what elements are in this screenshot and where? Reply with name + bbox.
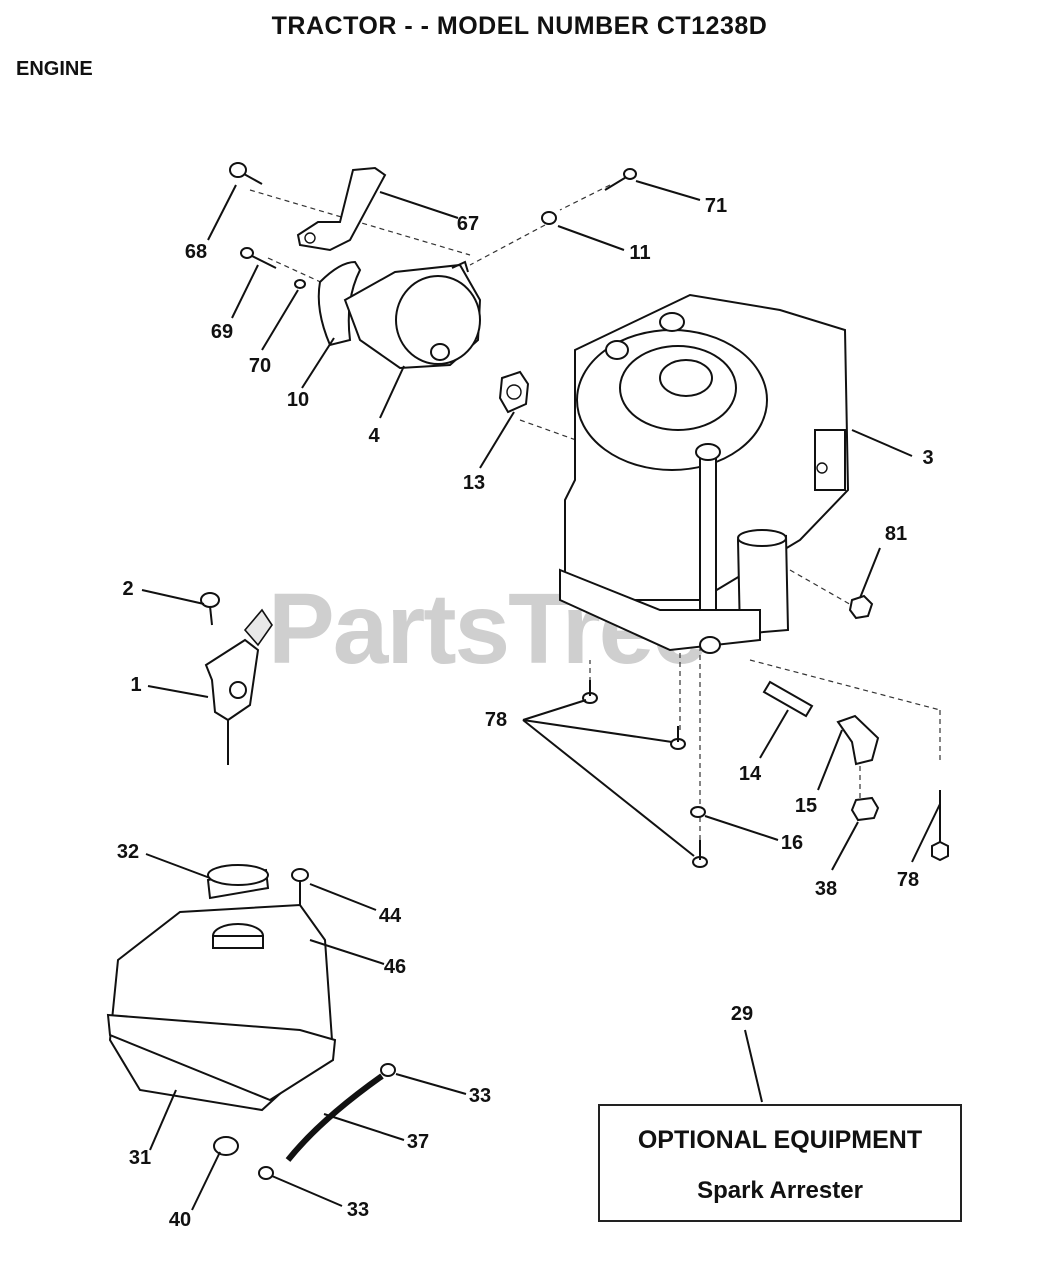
callout-29: 29 — [730, 1003, 754, 1025]
pipe-14-drawing — [762, 680, 814, 718]
screw-2-drawing — [200, 592, 220, 626]
washer-16-drawing — [690, 806, 706, 818]
muffler-4-drawing — [343, 260, 482, 370]
callout-32: 32 — [116, 841, 140, 863]
callout-81: 81 — [884, 523, 908, 545]
fuel-cap-32-drawing — [206, 864, 270, 900]
page-title: TRACTOR - - MODEL NUMBER CT1238D — [271, 12, 768, 40]
callout-33-top: 33 — [468, 1085, 492, 1107]
fuel-line-37-drawing — [285, 1073, 384, 1162]
callout-1: 1 — [130, 674, 142, 696]
engine-3-drawing — [559, 293, 850, 654]
leader-lines — [141, 180, 941, 1211]
callout-16: 16 — [780, 832, 804, 854]
heat-shield-67-drawing — [296, 166, 387, 252]
callout-15: 15 — [794, 795, 818, 817]
callout-10: 10 — [286, 389, 310, 411]
washer-70-drawing — [294, 279, 306, 289]
bolt-69-drawing — [240, 247, 277, 269]
callout-11: 11 — [629, 242, 651, 264]
callout-4: 4 — [368, 425, 380, 447]
callout-46: 46 — [383, 956, 407, 978]
optional-equipment-item: Spark Arrester — [697, 1177, 863, 1204]
plug-38-drawing — [850, 796, 880, 822]
screw-44-drawing — [291, 868, 309, 905]
callout-33-bottom: 33 — [346, 1199, 370, 1221]
bushing-40-drawing — [213, 1136, 239, 1156]
bolts-78-drawing — [582, 680, 949, 868]
optional-equipment-title: OPTIONAL EQUIPMENT — [637, 1126, 923, 1154]
callout-3: 3 — [922, 447, 934, 469]
throttle-control-1-drawing — [204, 608, 273, 765]
elbow-15-drawing — [836, 714, 880, 766]
clamp-33-top-drawing — [380, 1063, 396, 1077]
callout-69: 69 — [210, 321, 234, 343]
callout-67: 67 — [456, 213, 480, 235]
screw-68-drawing — [229, 162, 263, 185]
nut-81-drawing — [848, 594, 874, 620]
callout-38: 38 — [814, 878, 838, 900]
callout-70: 70 — [248, 355, 272, 377]
callout-37: 37 — [406, 1131, 430, 1153]
clamp-33-bottom-drawing — [258, 1166, 274, 1180]
callout-13: 13 — [462, 472, 486, 494]
callout-44: 44 — [378, 905, 402, 927]
fuel-tank-31-drawing — [106, 903, 337, 1112]
lockwasher-11-drawing — [541, 211, 557, 225]
gasket-13-drawing — [498, 370, 530, 414]
bolt-71-drawing — [604, 168, 637, 191]
callout-40: 40 — [168, 1209, 192, 1231]
section-label: ENGINE — [16, 58, 93, 80]
callout-2: 2 — [122, 578, 134, 600]
callout-31: 31 — [128, 1147, 152, 1169]
callout-71: 71 — [704, 195, 728, 217]
optional-equipment-box: OPTIONAL EQUIPMENT Spark Arrester — [598, 1104, 962, 1222]
callout-78-right: 78 — [896, 869, 920, 891]
callout-68: 68 — [184, 241, 208, 263]
callout-14: 14 — [738, 763, 762, 785]
callout-78-left: 78 — [484, 709, 508, 731]
